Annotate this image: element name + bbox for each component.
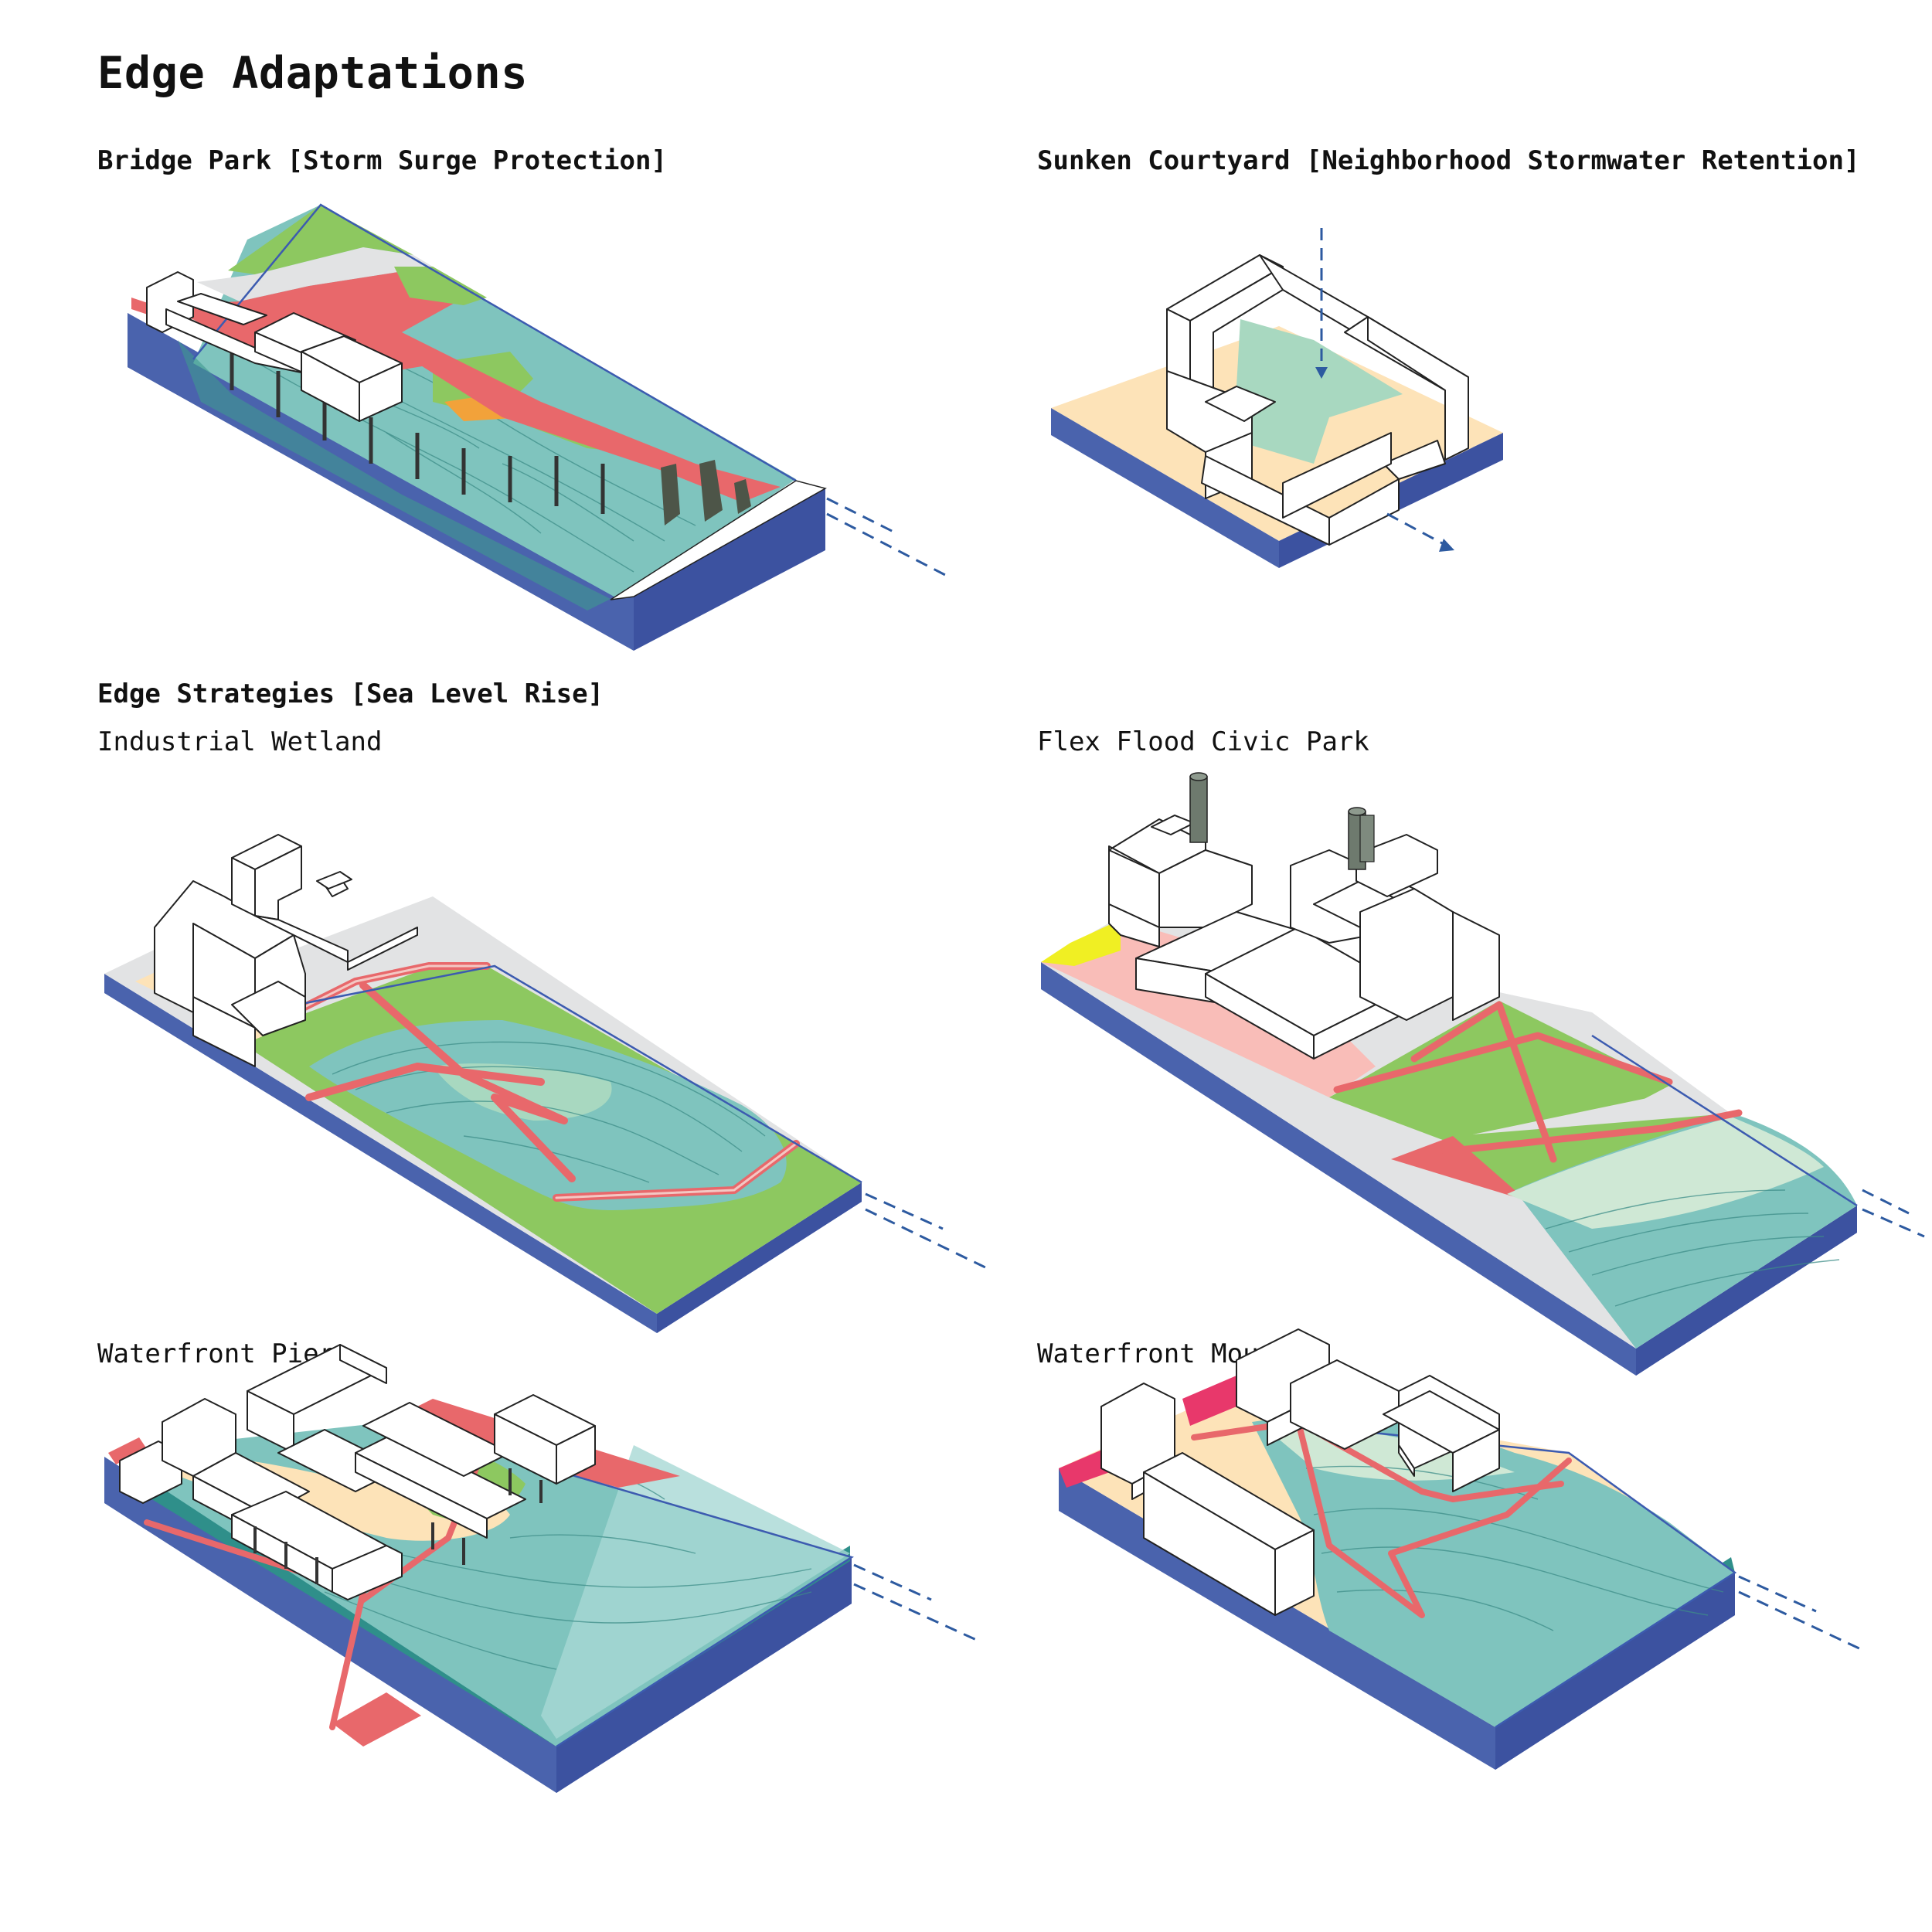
waterfront-mound-buildings bbox=[1100, 1328, 1500, 1616]
sunken-courtyard-green bbox=[1236, 319, 1403, 464]
waterfront-pier-buildings bbox=[119, 1344, 596, 1600]
sunken-courtyard-base-slab bbox=[1051, 408, 1279, 568]
bridge-park-heading: Bridge Park [Storm Surge Protection] bbox=[97, 145, 667, 176]
industrial-wetland-buildings bbox=[135, 834, 418, 1067]
waterfront-pier-piers bbox=[253, 1468, 543, 1584]
bridge-park-red-plaza bbox=[166, 267, 471, 379]
edge-strategies-heading: Edge Strategies [Sea Level Rise] bbox=[97, 679, 604, 709]
sunken-courtyard-buildings bbox=[1166, 254, 1469, 546]
waterfront-pier-deck bbox=[332, 1692, 421, 1747]
flex-flood-smokestacks bbox=[1189, 772, 1375, 870]
bridge-park-street bbox=[197, 247, 433, 301]
bridge-park-buildings bbox=[146, 271, 403, 422]
industrial-wetland-label: Industrial Wetland bbox=[97, 726, 383, 757]
waterfront-pier-label: Waterfront Pier bbox=[97, 1338, 335, 1369]
flex-flood-civic-plaza bbox=[1041, 920, 1376, 1097]
bridge-park-green-lawn bbox=[228, 205, 413, 274]
page-title: Edge Adaptations bbox=[97, 48, 529, 99]
flex-flood-factory bbox=[1108, 815, 1500, 1060]
waterfront-mound-contours bbox=[1305, 1465, 1724, 1631]
flex-flood-contours bbox=[1545, 1189, 1840, 1307]
industrial-wetland-contours bbox=[332, 1041, 766, 1183]
flex-flood-civic-park-label: Flex Flood Civic Park bbox=[1037, 726, 1369, 757]
flex-flood-paths bbox=[1333, 1001, 1743, 1163]
sunken-courtyard-heading: Sunken Courtyard [Neighborhood Stormwate… bbox=[1037, 145, 1860, 176]
flex-flood-yellow-court bbox=[1041, 920, 1121, 966]
waterfront-mound-paths bbox=[1191, 1419, 1572, 1618]
